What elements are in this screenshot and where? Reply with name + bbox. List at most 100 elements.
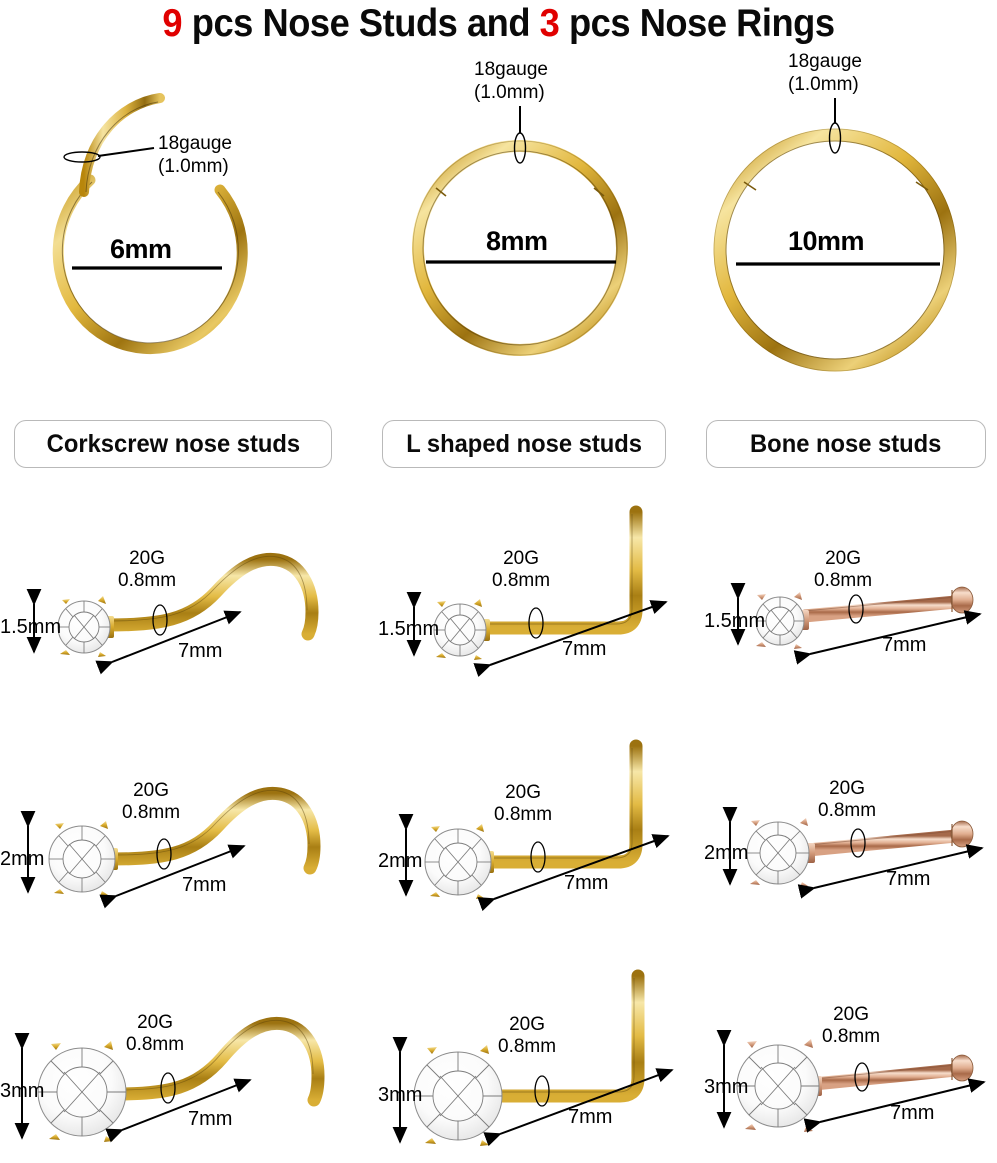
bone-length-label: 7mm bbox=[886, 868, 931, 890]
stud-cell-corkscrew-1-5mm: 1.5mm 20G 0.8mm 7mm bbox=[0, 500, 360, 700]
bone-gauge-label: 20G 0.8mm bbox=[818, 778, 876, 822]
lshape-stud-illustration bbox=[392, 969, 674, 1147]
ring-10mm-gauge-line1: 18gauge bbox=[788, 51, 862, 72]
ring-6mm-gauge-label: 18gauge (1.0mm) bbox=[158, 132, 232, 178]
lshape-gem-size-label: 1.5mm bbox=[378, 618, 440, 640]
ring-8mm-gauge-line1: 18gauge bbox=[474, 59, 548, 80]
lshape-stud-illustration bbox=[398, 739, 670, 912]
title-mid-text: pcs Nose Studs and bbox=[182, 2, 540, 45]
corkscrew-stud-illustration bbox=[26, 552, 319, 675]
lshape-gauge-line2: 0.8mm bbox=[494, 804, 553, 825]
corkscrew-stud-illustration bbox=[20, 786, 321, 909]
stud-cell-lshape-2mm: 2mm 20G 0.8mm 7mm bbox=[378, 722, 710, 932]
title-rings-count: 3 bbox=[539, 2, 560, 45]
corkscrew-length-label: 7mm bbox=[188, 1108, 233, 1130]
lshape-gauge-line1: 20G bbox=[505, 782, 541, 803]
ring-6mm-gauge-line1: 18gauge bbox=[158, 133, 232, 154]
lshape-gauge-label: 20G 0.8mm bbox=[492, 548, 550, 592]
corkscrew-gauge-line2: 0.8mm bbox=[118, 570, 177, 591]
stud-cell-bone-2mm: 2mm 20G 0.8mm 7mm bbox=[704, 762, 997, 922]
corkscrew-gauge-label: 20G 0.8mm bbox=[126, 1012, 184, 1056]
category-label-lshape: L shaped nose studs bbox=[406, 429, 642, 458]
nose-rings-row: 18gauge (1.0mm) 6mm bbox=[0, 51, 997, 400]
corkscrew-gauge-line2: 0.8mm bbox=[122, 802, 181, 823]
gem-group bbox=[736, 1039, 822, 1132]
corkscrew-gauge-label: 20G 0.8mm bbox=[118, 548, 176, 592]
stud-cell-lshape-3mm: 3mm 20G 0.8mm 7mm bbox=[378, 952, 710, 1163]
lshape-gauge-line2: 0.8mm bbox=[492, 570, 551, 591]
lshape-stud-illustration bbox=[406, 505, 668, 678]
category-label-bone: Bone nose studs bbox=[750, 429, 942, 458]
corkscrew-gauge-line2: 0.8mm bbox=[126, 1034, 185, 1055]
stud-cell-corkscrew-3mm: 3mm 20G 0.8mm 7mm bbox=[0, 962, 360, 1162]
stud-cell-corkscrew-2mm: 2mm 20G 0.8mm 7mm bbox=[0, 732, 360, 932]
bone-gauge-line2: 0.8mm bbox=[814, 570, 873, 591]
bone-gem-size-label: 1.5mm bbox=[704, 610, 766, 632]
stud-cell-lshape-1-5mm: 1.5mm 20G 0.8mm 7mm bbox=[378, 490, 710, 700]
lshape-gauge-line1: 20G bbox=[503, 548, 539, 569]
category-box-bone[interactable]: Bone nose studs bbox=[706, 420, 986, 468]
corkscrew-gem-size-label: 2mm bbox=[0, 848, 45, 870]
bone-gauge-line1: 20G bbox=[829, 778, 865, 799]
bone-gauge-line2: 0.8mm bbox=[822, 1026, 881, 1047]
corkscrew-gauge-line1: 20G bbox=[133, 780, 169, 801]
bone-length-label: 7mm bbox=[890, 1102, 935, 1124]
bone-gauge-label: 20G 0.8mm bbox=[814, 548, 872, 592]
gem-group bbox=[57, 596, 114, 657]
bone-stud-illustration bbox=[722, 807, 984, 899]
lshape-gauge-line2: 0.8mm bbox=[498, 1036, 557, 1057]
title-studs-count: 9 bbox=[162, 2, 183, 45]
ring-10mm-gauge-line2: (1.0mm) bbox=[788, 74, 859, 95]
ring-10mm-gauge-label: 18gauge (1.0mm) bbox=[788, 50, 862, 96]
bone-gauge-line2: 0.8mm bbox=[818, 800, 877, 821]
corkscrew-gauge-line1: 20G bbox=[137, 1012, 173, 1033]
gem-group bbox=[37, 1041, 127, 1142]
corkscrew-length-label: 7mm bbox=[178, 640, 223, 662]
ring-6mm-illustration bbox=[52, 93, 248, 355]
ring-cell-8mm: 18gauge (1.0mm) 8mm bbox=[390, 59, 690, 400]
bone-stud-illustration bbox=[716, 1030, 986, 1133]
lshape-gauge-label: 20G 0.8mm bbox=[494, 782, 552, 826]
corkscrew-length-label: 7mm bbox=[182, 874, 227, 896]
category-labels-row: Corkscrew nose studs L shaped nose studs… bbox=[0, 420, 997, 472]
lshape-length-label: 7mm bbox=[564, 872, 609, 894]
lshape-gem-size-label: 3mm bbox=[378, 1084, 423, 1106]
bone-gauge-line1: 20G bbox=[825, 548, 861, 569]
gem-group bbox=[413, 1045, 503, 1146]
ring-6mm-gauge-line2: (1.0mm) bbox=[158, 156, 229, 177]
ring-6mm-diameter-label: 6mm bbox=[110, 234, 172, 264]
corkscrew-gem-size-label: 1.5mm bbox=[0, 616, 62, 638]
ring-8mm-gauge-label: 18gauge (1.0mm) bbox=[474, 58, 548, 104]
ring-10mm-diameter-label: 10mm bbox=[788, 226, 865, 256]
corkscrew-gem-size-label: 3mm bbox=[0, 1080, 45, 1102]
category-box-corkscrew[interactable]: Corkscrew nose studs bbox=[14, 420, 332, 468]
bone-stud-illustration bbox=[730, 583, 982, 665]
bone-length-label: 7mm bbox=[882, 634, 927, 656]
category-label-corkscrew: Corkscrew nose studs bbox=[46, 429, 300, 458]
stud-cell-bone-1-5mm: 1.5mm 20G 0.8mm 7mm bbox=[704, 530, 997, 690]
ring-cell-6mm: 18gauge (1.0mm) 6mm bbox=[30, 70, 330, 400]
ring-cell-10mm: 18gauge (1.0mm) 10mm bbox=[700, 51, 997, 400]
lshape-length-label: 7mm bbox=[568, 1106, 613, 1128]
ring-8mm-illustration bbox=[412, 106, 628, 356]
lshape-length-label: 7mm bbox=[562, 638, 607, 660]
bone-gauge-label: 20G 0.8mm bbox=[822, 1004, 880, 1048]
lshape-gauge-label: 20G 0.8mm bbox=[498, 1014, 556, 1058]
ring-8mm-gauge-line2: (1.0mm) bbox=[474, 82, 545, 103]
page-title: 9 pcs Nose Studs and 3 pcs Nose Rings bbox=[35, 2, 962, 46]
gem-group bbox=[424, 824, 494, 899]
corkscrew-stud-illustration bbox=[14, 1016, 325, 1143]
bone-gem-size-label: 3mm bbox=[704, 1076, 749, 1098]
gem-group bbox=[433, 599, 490, 660]
corkscrew-gauge-line1: 20G bbox=[129, 548, 165, 569]
lshape-gauge-line1: 20G bbox=[509, 1014, 545, 1035]
lshape-gem-size-label: 2mm bbox=[378, 850, 423, 872]
bone-gauge-line1: 20G bbox=[833, 1004, 869, 1025]
bone-gem-size-label: 2mm bbox=[704, 842, 749, 864]
gem-group bbox=[746, 818, 815, 887]
ring-8mm-diameter-label: 8mm bbox=[486, 226, 548, 256]
gem-group bbox=[48, 821, 118, 896]
category-box-lshape[interactable]: L shaped nose studs bbox=[382, 420, 666, 468]
corkscrew-gauge-label: 20G 0.8mm bbox=[122, 780, 180, 824]
